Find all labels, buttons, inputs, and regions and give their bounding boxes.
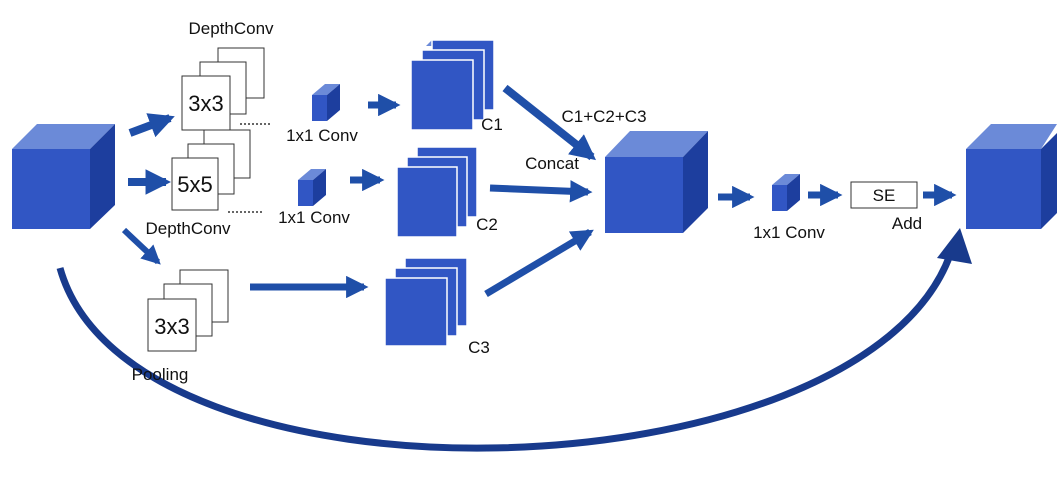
pooling-stack: 3x3: [147, 269, 229, 352]
conv1x1-slab-a: [312, 84, 340, 121]
pooling-label: Pooling: [132, 365, 189, 384]
skip-connection-curve: [56, 228, 972, 452]
depthconv-5x5-stack: 5x5: [171, 129, 262, 213]
input-cube: [12, 124, 115, 229]
c-sum-label: C1+C2+C3: [561, 107, 646, 126]
c1-label: C1: [481, 115, 503, 134]
arrow-c2-to-concat: [489, 180, 593, 203]
branch-arrows: [121, 113, 175, 265]
c3-feature-stack: [384, 257, 468, 347]
se-block: SE: [850, 181, 918, 209]
kernel-5x5-label: 5x5: [177, 172, 212, 197]
conv1x1-a-label: 1x1 Conv: [286, 126, 358, 145]
add-label: Add: [892, 214, 922, 233]
arrow-to-pooling: [121, 227, 161, 265]
concat-cube: [605, 131, 708, 233]
arrow-to-3x3: [128, 113, 175, 138]
conv1x1-slab-c: [772, 174, 800, 211]
arrow-c1-to-concat: [502, 84, 597, 161]
conv1x1-b-label: 1x1 Conv: [278, 208, 350, 227]
conv1x1-slab-b: [298, 169, 326, 206]
arrow-c3-to-concat: [484, 228, 594, 298]
pool-3x3-label: 3x3: [154, 314, 189, 339]
concat-label: Concat: [525, 154, 579, 173]
se-label: SE: [873, 186, 896, 205]
c2-feature-stack: [396, 146, 478, 238]
conv1x1-c-label: 1x1 Conv: [753, 223, 825, 242]
output-cube: [966, 124, 1057, 229]
c1-feature-stack: [410, 39, 495, 131]
c2-label: C2: [476, 215, 498, 234]
kernel-3x3-label: 3x3: [188, 91, 223, 116]
depthconv-bottom-label: DepthConv: [145, 219, 231, 238]
depthconv-3x3-stack: 3x3: [181, 47, 270, 131]
depthconv-top-label: DepthConv: [188, 19, 274, 38]
c3-label: C3: [468, 338, 490, 357]
